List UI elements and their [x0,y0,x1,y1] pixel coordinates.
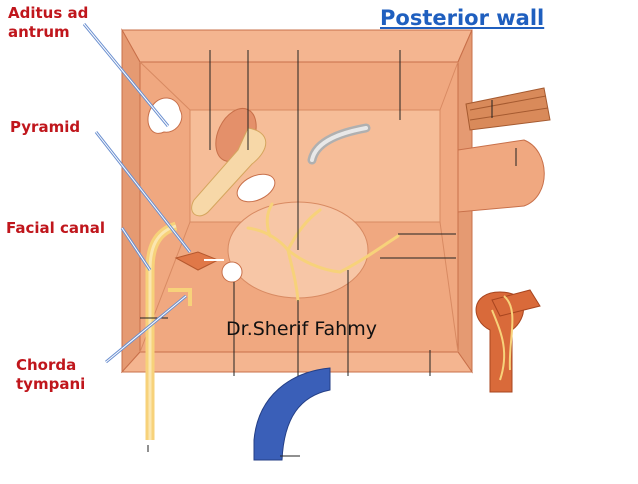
internal-jugular-vein [253,367,331,461]
carotid-artery [475,289,541,393]
aditus-label-line1: Aditus ad [8,4,89,22]
chorda-tympani-label: Chorda tympani [16,356,85,394]
aditus-ad-antrum-label: Aditus ad antrum [8,4,88,42]
pyramid-label: Pyramid [10,118,81,136]
auditory-tube [457,139,545,213]
bottom-wall [120,351,473,373]
tensor-muscle [465,87,551,131]
page-title: Posterior wall [380,6,545,30]
top-wall [121,29,473,63]
leader-lines [140,50,517,457]
aditus-label-line2: antrum [8,23,70,41]
author-credit: Dr.Sherif Fahmy [226,318,377,340]
chorda-label-line1: Chorda [16,356,77,374]
facial-canal-prominence [191,127,267,217]
aditus-opening [147,97,183,134]
facial-canal-label: Facial canal [6,219,105,237]
oval-window [236,173,276,203]
chorda-tympani-nerve [168,288,192,306]
tympanic-plexus [246,202,400,302]
chorda-label-line2: tympani [16,375,86,393]
round-window [221,261,243,283]
